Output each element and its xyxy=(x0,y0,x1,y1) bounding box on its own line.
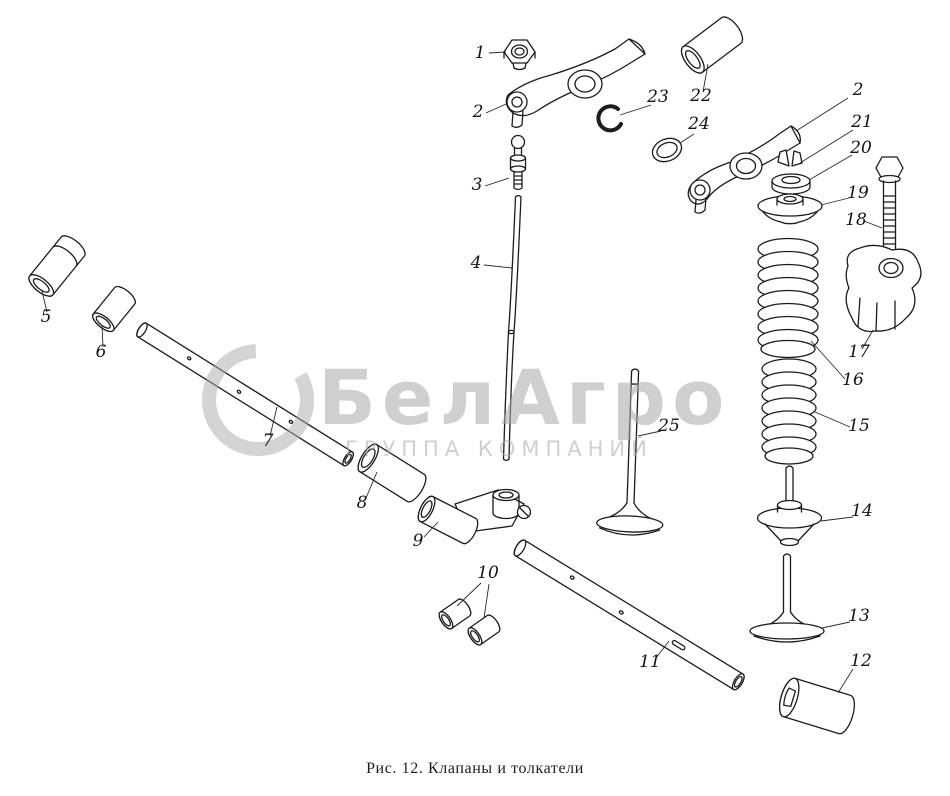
part-label-16: 16 xyxy=(842,370,864,390)
leader-line xyxy=(821,621,851,629)
leader-line xyxy=(837,668,854,694)
part-label-10: 10 xyxy=(477,563,499,583)
leader-line xyxy=(702,63,709,93)
part-label-1: 1 xyxy=(475,43,486,63)
part-16-outer-spring xyxy=(757,237,819,359)
part-label-24: 24 xyxy=(687,114,710,134)
part-9-rocker-bracket xyxy=(417,488,532,545)
part-label-22: 22 xyxy=(689,86,712,106)
leader-line xyxy=(679,133,695,144)
part-18-bolt xyxy=(875,156,904,254)
part-label-12: 12 xyxy=(850,651,872,671)
part-label-2: 2 xyxy=(472,102,484,122)
part-label-25: 25 xyxy=(657,416,680,436)
part-label-3: 3 xyxy=(472,175,483,195)
part-13-valve xyxy=(749,553,825,643)
figure-caption: Рис. 12. Клапаны и толкатели xyxy=(366,760,584,777)
leader-line xyxy=(483,583,490,619)
part-19-spring-plate xyxy=(757,193,823,225)
part-label-5: 5 xyxy=(41,307,52,327)
part-11-shaft xyxy=(513,539,745,691)
leader-line xyxy=(810,340,846,380)
leader-line xyxy=(488,51,507,54)
leader-line xyxy=(814,411,851,428)
leader-line xyxy=(41,290,48,313)
part-5-tappet xyxy=(28,235,86,297)
leader-line xyxy=(484,177,510,187)
part-22-cylinder xyxy=(680,16,744,74)
part-21-valve-collets xyxy=(777,149,803,167)
watermark-subtitle: ГРУППА КОМПАНИЙ xyxy=(345,436,653,461)
part-label-19: 19 xyxy=(847,183,869,203)
part-3-adjusting-screw xyxy=(509,134,527,191)
part-20-spring-washer xyxy=(771,173,811,195)
leader-line xyxy=(795,97,849,132)
part-1-nut xyxy=(503,39,536,71)
part-label-15: 15 xyxy=(848,416,870,436)
part-6-bushing xyxy=(91,285,136,333)
leader-line xyxy=(861,329,874,350)
part-label-23: 23 xyxy=(646,87,669,107)
part-10-bushing-b xyxy=(467,614,501,646)
watermark: БелАгро ГРУППА КОМПАНИЙ xyxy=(202,344,730,461)
leader-line xyxy=(423,521,439,538)
part-label-7: 7 xyxy=(263,431,274,451)
part-label-9: 9 xyxy=(413,531,424,551)
part-label-18: 18 xyxy=(845,210,867,230)
part-2-rocker-arm-left xyxy=(505,38,646,128)
part-23-circlip xyxy=(596,104,623,133)
leader-line xyxy=(101,324,104,348)
part-14-valve-with-retainer xyxy=(756,465,823,547)
leader-line xyxy=(269,406,278,437)
part-2-rocker-arm-right xyxy=(687,125,801,214)
part-4-push-rod xyxy=(502,194,522,462)
part-label-20: 20 xyxy=(849,138,872,158)
watermark-title: БелАгро xyxy=(318,353,730,442)
leader-line xyxy=(799,129,854,164)
leader-line xyxy=(637,430,662,437)
part-12-cylinder xyxy=(778,677,856,735)
part-15-inner-spring xyxy=(761,358,817,465)
part-label-17: 17 xyxy=(848,342,870,362)
part-label-2: 2 xyxy=(852,80,864,100)
part-8-cylinder xyxy=(357,443,427,503)
part-label-4: 4 xyxy=(470,253,482,273)
leader-line xyxy=(485,103,507,114)
part-label-21: 21 xyxy=(850,112,873,132)
part-25-valve xyxy=(596,368,664,536)
part-10-bushing-a xyxy=(438,598,472,630)
leader-line xyxy=(483,264,513,269)
leader-line xyxy=(655,640,670,659)
leader-line xyxy=(365,471,378,499)
leader-line xyxy=(808,154,853,181)
watermark-logo xyxy=(202,344,314,456)
leader-line xyxy=(456,582,482,607)
part-label-13: 13 xyxy=(848,606,870,626)
leader-line xyxy=(820,197,850,206)
part-label-14: 14 xyxy=(851,501,873,521)
part-24-seal-ring xyxy=(651,137,683,163)
leader-line xyxy=(820,516,854,522)
part-label-8: 8 xyxy=(357,493,368,513)
part-label-6: 6 xyxy=(96,342,107,362)
part-label-11: 11 xyxy=(639,652,661,672)
part-17-bracket xyxy=(845,244,922,333)
leader-line xyxy=(619,104,652,116)
leader-line xyxy=(863,220,883,229)
